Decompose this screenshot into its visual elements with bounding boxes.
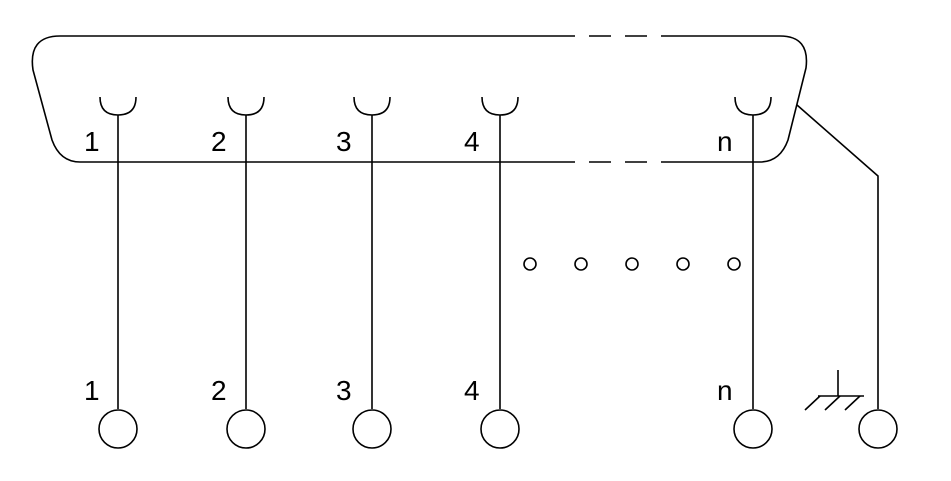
shield-wire <box>796 104 879 409</box>
ellipsis-dots <box>523 257 741 271</box>
connector-pin-label: 2 <box>211 126 227 157</box>
terminal-label: 2 <box>211 375 227 406</box>
pin-cup <box>227 96 265 116</box>
shield-terminal-circle <box>858 409 898 449</box>
terminal-circle <box>352 409 392 449</box>
terminal-circle <box>226 409 266 449</box>
ellipsis-dot <box>523 257 537 271</box>
pin-cup <box>353 96 391 116</box>
terminal-label: 4 <box>464 375 480 406</box>
terminal-circle <box>98 409 138 449</box>
terminal-circle <box>480 409 520 449</box>
ellipsis-dot <box>676 257 690 271</box>
pin-cup <box>481 96 519 116</box>
connector-pin-label: 1 <box>84 126 100 157</box>
ellipsis-dot <box>574 257 588 271</box>
chassis-ground-icon <box>804 370 864 411</box>
terminal-label: n <box>717 375 733 406</box>
ellipsis-dot <box>727 257 741 271</box>
connector-pin-label: n <box>717 126 733 157</box>
connector-shell-left <box>31 35 553 163</box>
terminal-circle <box>733 409 773 449</box>
terminal-label: 1 <box>84 375 100 406</box>
ellipsis-dot <box>625 257 639 271</box>
terminal-label: 3 <box>336 375 352 406</box>
pin-cup <box>99 96 137 116</box>
connector-pin-label: 3 <box>336 126 352 157</box>
connector-shell-right <box>670 35 808 163</box>
connector-pin-label: 4 <box>464 126 480 157</box>
pin-cup <box>734 96 772 116</box>
